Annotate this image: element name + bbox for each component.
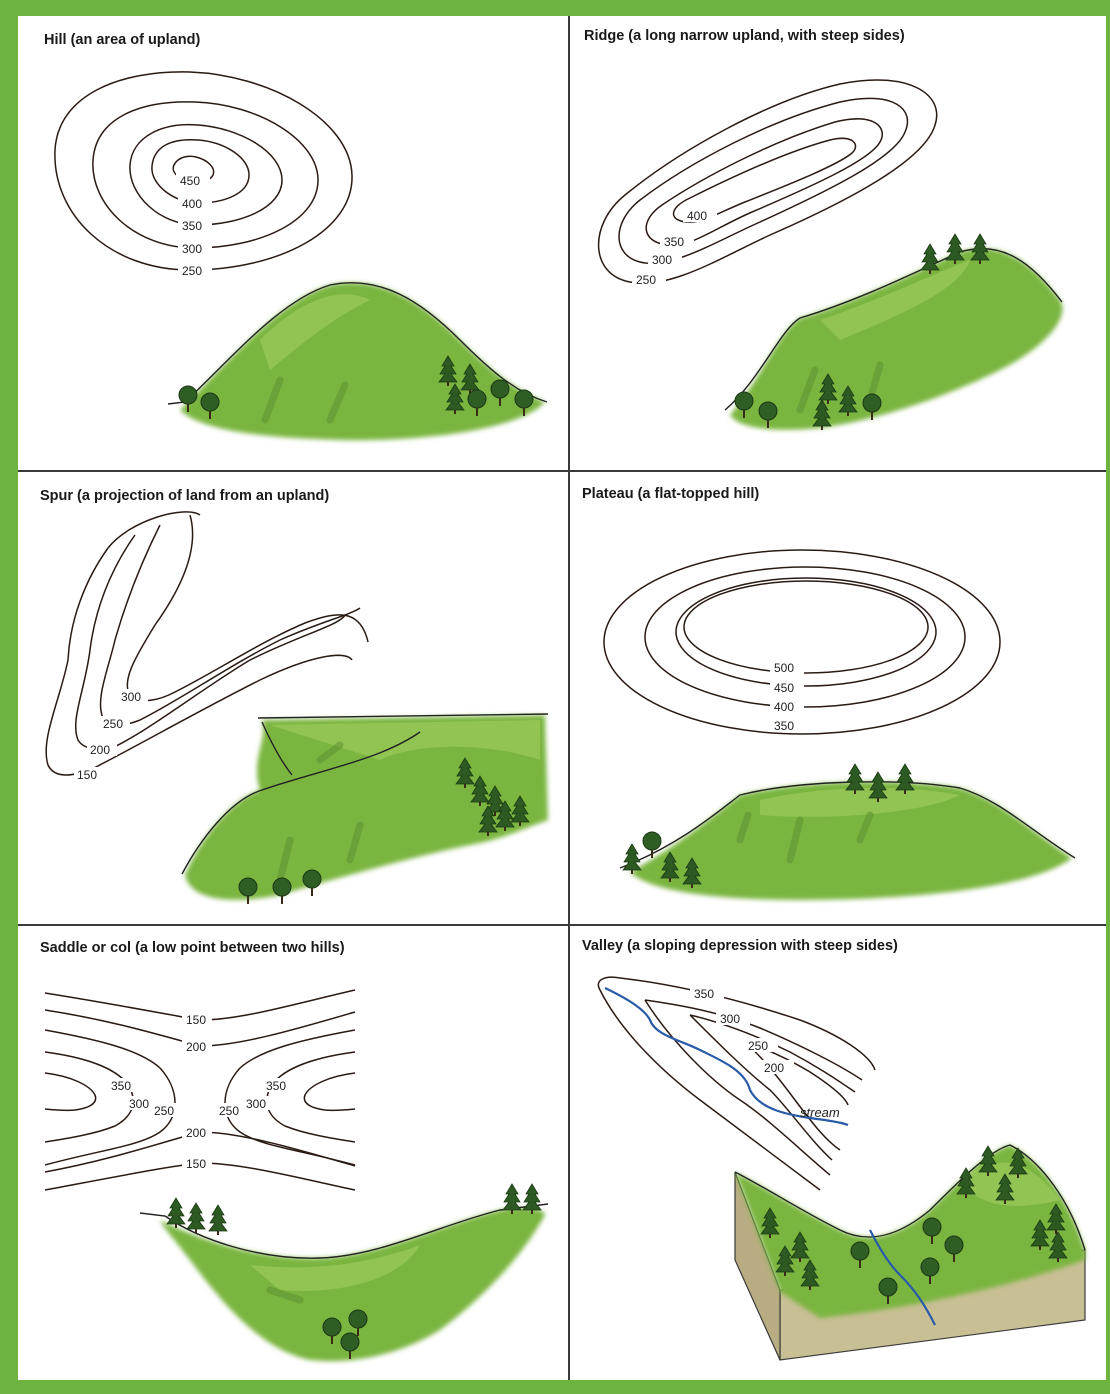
spur-contour-label: 250 bbox=[103, 717, 123, 731]
ridge-contour-label: 300 bbox=[652, 253, 672, 267]
saddle-contour-label: 150 bbox=[186, 1157, 206, 1171]
valley-contour-label: 300 bbox=[720, 1012, 740, 1026]
plateau-contour-label: 350 bbox=[774, 719, 794, 733]
plateau-contour-label: 500 bbox=[774, 661, 794, 675]
saddle-contour-label: 350 bbox=[266, 1079, 286, 1093]
hill-illustration bbox=[168, 283, 547, 440]
saddle-contour-label: 200 bbox=[186, 1040, 206, 1054]
hill-contour-label: 350 bbox=[182, 219, 202, 233]
saddle-illustration bbox=[140, 1184, 548, 1361]
plateau-contour-map: 500 450 400 350 bbox=[604, 550, 1000, 734]
stream-label: stream bbox=[800, 1105, 840, 1120]
plateau-illustration bbox=[620, 764, 1075, 900]
plateau-contour-label: 400 bbox=[774, 700, 794, 714]
saddle-contour-label: 200 bbox=[186, 1126, 206, 1140]
valley-contour-map: 350 300 250 200 stream bbox=[598, 977, 875, 1190]
plateau-contour-label: 450 bbox=[774, 681, 794, 695]
ridge-contour-label: 350 bbox=[664, 235, 684, 249]
saddle-contour-map: 150 200 350 300 250 250 300 350 200 150 bbox=[45, 990, 355, 1190]
hill-contour-label: 300 bbox=[182, 242, 202, 256]
saddle-contour-label: 150 bbox=[186, 1013, 206, 1027]
ridge-contour-label: 250 bbox=[636, 273, 656, 287]
hill-contour-label: 250 bbox=[182, 264, 202, 278]
valley-contour-label: 250 bbox=[748, 1039, 768, 1053]
hill-contour-label: 400 bbox=[182, 197, 202, 211]
valley-illustration bbox=[735, 1145, 1085, 1360]
hill-contour-label: 450 bbox=[180, 174, 200, 188]
saddle-contour-label: 250 bbox=[154, 1104, 174, 1118]
hill-contour-map: 450 400 350 300 250 bbox=[55, 72, 352, 278]
saddle-contour-label: 300 bbox=[129, 1097, 149, 1111]
spur-illustration bbox=[182, 714, 548, 904]
valley-contour-label: 200 bbox=[764, 1061, 784, 1075]
saddle-contour-label: 350 bbox=[111, 1079, 131, 1093]
valley-contour-label: 350 bbox=[694, 987, 714, 1001]
spur-contour-label: 200 bbox=[90, 743, 110, 757]
saddle-contour-label: 300 bbox=[246, 1097, 266, 1111]
spur-contour-label: 150 bbox=[77, 768, 97, 782]
saddle-contour-label: 250 bbox=[219, 1104, 239, 1118]
ridge-contour-label: 400 bbox=[687, 209, 707, 223]
ridge-contour-map: 400 350 300 250 bbox=[599, 80, 937, 287]
spur-contour-label: 300 bbox=[121, 690, 141, 704]
ridge-illustration bbox=[725, 234, 1063, 430]
